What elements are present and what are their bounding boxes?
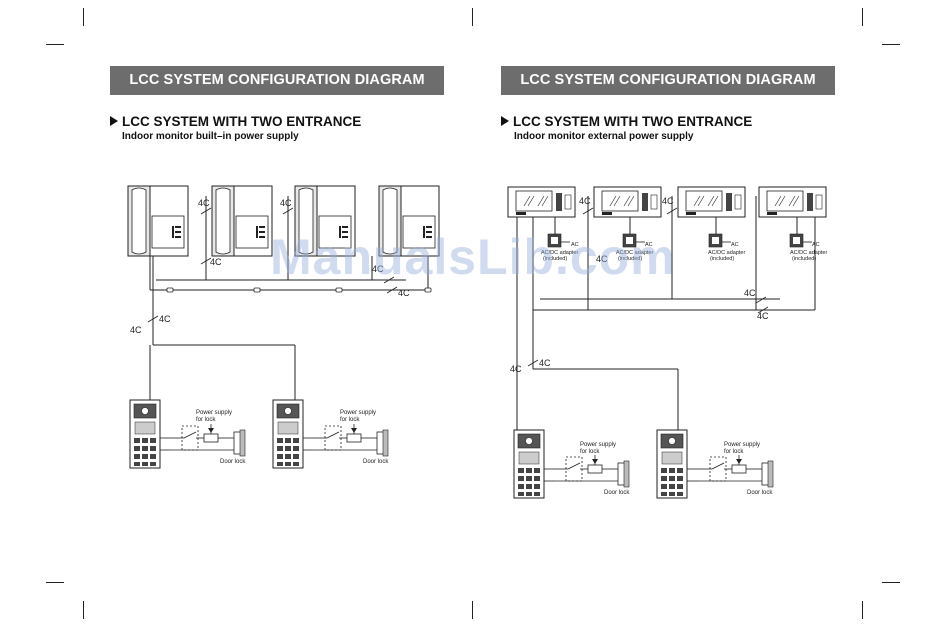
door-lock-label: Door lock	[220, 459, 246, 465]
power-supply-label: for lock	[340, 417, 360, 423]
cable-label: 4C	[662, 196, 674, 206]
ac-label: AC	[731, 242, 739, 248]
left-banner: LCC SYSTEM CONFIGURATION DIAGRAM	[110, 66, 444, 95]
indoor-video-monitor	[677, 186, 746, 218]
ac-label: AC	[812, 242, 820, 248]
power-supply-label: Power supply	[340, 410, 376, 416]
crop-mark	[46, 582, 64, 583]
door-station	[656, 429, 688, 499]
crop-mark	[862, 601, 863, 619]
indoor-video-monitor	[758, 186, 827, 218]
crop-mark	[83, 8, 84, 26]
cable-label: 4C	[198, 198, 210, 208]
right-heading: LCC SYSTEM WITH TWO ENTRANCE	[501, 114, 752, 129]
crop-mark	[882, 582, 900, 583]
crop-mark	[46, 44, 64, 45]
adapter-label: (included)	[710, 256, 734, 262]
indoor-video-monitor	[593, 186, 662, 218]
adapter-label: (included)	[618, 256, 642, 262]
indoor-video-monitor	[507, 186, 576, 218]
cable-label: 4C	[539, 358, 551, 368]
left-diagram: 4C 4C 4C 4C 4C 4C 4C Power supply for lo…	[127, 185, 440, 469]
crop-mark	[472, 601, 473, 619]
crop-mark	[862, 8, 863, 26]
power-supply-label: for lock	[196, 417, 216, 423]
indoor-handset-monitor	[127, 185, 189, 257]
power-adapter	[708, 233, 732, 248]
ac-label: AC	[645, 242, 653, 248]
indoor-handset-monitor	[211, 185, 273, 257]
power-adapter	[789, 233, 813, 248]
crop-mark	[472, 8, 473, 26]
left-heading: LCC SYSTEM WITH TWO ENTRANCE	[110, 114, 361, 129]
door-station	[513, 429, 545, 499]
door-lock-label: Door lock	[363, 459, 389, 465]
adapter-label: (included)	[792, 256, 816, 262]
lock-circuit	[169, 423, 246, 457]
door-station	[272, 399, 304, 469]
power-supply-label: Power supply	[580, 442, 616, 448]
right-banner: LCC SYSTEM CONFIGURATION DIAGRAM	[501, 66, 835, 95]
lock-circuit	[553, 454, 630, 488]
adapter-label: AC/DC adapter	[541, 250, 578, 256]
adapter-label: AC/DC adapter	[790, 250, 827, 256]
cable-label: 4C	[398, 288, 410, 298]
arrow-icon	[501, 116, 509, 126]
ac-label: AC	[571, 242, 579, 248]
door-lock-label: Door lock	[747, 490, 773, 496]
right-subheading: Indoor monitor external power supply	[514, 131, 694, 142]
door-station	[129, 399, 161, 469]
power-supply-label: for lock	[724, 449, 744, 455]
cable-label: 4C	[744, 288, 756, 298]
watermark: ManualsLib.com	[270, 229, 676, 285]
crop-mark	[882, 44, 900, 45]
door-lock-label: Door lock	[604, 490, 630, 496]
arrow-icon	[110, 116, 118, 126]
adapter-label: (included)	[543, 256, 567, 262]
cable-label: 4C	[372, 264, 384, 274]
crop-mark	[83, 601, 84, 619]
cable-label: 4C	[757, 311, 769, 321]
lock-circuit	[697, 454, 774, 488]
cable-label: 4C	[596, 254, 608, 264]
adapter-label: AC/DC adapter	[616, 250, 653, 256]
right-diagram: 4C 4C 4C 4C 4C 4C 4C AC AC AC AC AC/DC a…	[507, 186, 827, 499]
cable-label: 4C	[510, 364, 522, 374]
power-supply-label: Power supply	[724, 442, 760, 448]
cable-label: 4C	[130, 325, 142, 335]
cable-label: 4C	[579, 196, 591, 206]
power-supply-label: Power supply	[196, 410, 232, 416]
cable-label: 4C	[280, 198, 292, 208]
power-supply-label: for lock	[580, 449, 600, 455]
adapter-label: AC/DC adapter	[708, 250, 745, 256]
cable-label: 4C	[210, 257, 222, 267]
left-subheading: Indoor monitor built–in power supply	[122, 131, 299, 142]
cable-label: 4C	[159, 314, 171, 324]
lock-circuit	[312, 423, 389, 457]
